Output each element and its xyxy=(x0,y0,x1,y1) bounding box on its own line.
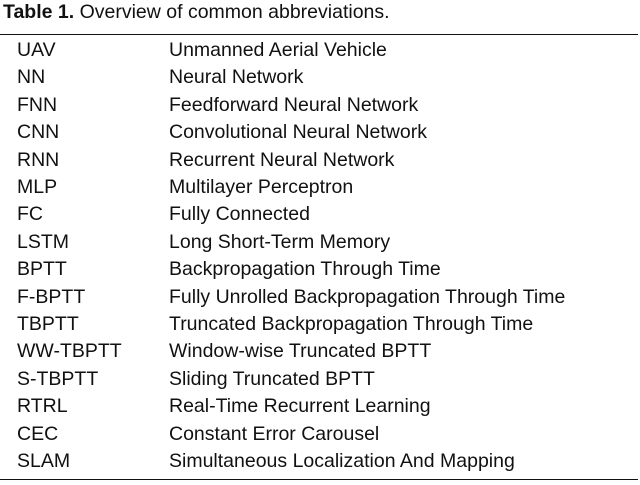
abbreviation-cell: CEC xyxy=(17,422,59,445)
table-caption-label: Table 1. xyxy=(3,1,75,23)
abbreviation-cell: TBPTT xyxy=(17,313,79,336)
full-form-cell: Window-wise Truncated BPTT xyxy=(169,340,432,363)
full-form-cell: Recurrent Neural Network xyxy=(169,148,395,171)
full-form-cell: Simultaneous Localization And Mapping xyxy=(169,450,515,473)
full-form-cell: Truncated Backpropagation Through Time xyxy=(169,313,534,336)
table-row: NN Neural Network xyxy=(0,64,565,91)
full-form-cell: Sliding Truncated BPTT xyxy=(169,367,375,390)
table-row: TBPTT Truncated Backpropagation Through T… xyxy=(0,311,565,338)
table-row: RTRL Real-Time Recurrent Learning xyxy=(0,393,565,420)
abbreviation-cell: WW-TBPTT xyxy=(17,340,122,363)
full-form-cell: Fully Unrolled Backpropagation Through T… xyxy=(169,285,566,308)
abbreviation-cell: LSTM xyxy=(17,230,70,253)
table-row: FNN Feedforward Neural Network xyxy=(0,92,565,119)
full-form-cell: Backpropagation Through Time xyxy=(169,258,441,281)
table-row: UAV Unmanned Aerial Vehicle xyxy=(0,37,565,64)
abbreviation-cell: RNN xyxy=(17,148,60,171)
abbreviation-cell: FNN xyxy=(17,93,58,116)
table-row: WW-TBPTT Window-wise Truncated BPTT xyxy=(0,338,565,365)
abbreviation-cell: UAV xyxy=(17,39,56,61)
full-form-cell: Neural Network xyxy=(169,66,304,89)
table-row: LSTM Long Short-Term Memory xyxy=(0,229,565,256)
table-row: CEC Constant Error Carousel xyxy=(0,421,565,448)
full-form-cell: Real-Time Recurrent Learning xyxy=(169,395,431,418)
table-caption-text: Overview of common abbreviations. xyxy=(79,1,390,23)
abbreviation-cell: NN xyxy=(17,66,46,89)
abbreviation-cell: RTRL xyxy=(17,395,68,418)
table-row: MLP Multilayer Perceptron xyxy=(0,174,565,201)
abbreviation-cell: CNN xyxy=(17,121,60,144)
table-row: FC Fully Connected xyxy=(0,201,565,228)
table-top-rule xyxy=(0,34,638,35)
table-row: RNN Recurrent Neural Network xyxy=(0,147,565,174)
table-row: S-TBPTT Sliding Truncated BPTT xyxy=(0,366,565,393)
table-row: SLAM Simultaneous Localization And Mappin… xyxy=(0,448,565,475)
abbreviation-cell: BPTT xyxy=(17,258,67,281)
table-bottom-rule xyxy=(0,479,638,480)
abbreviation-cell: SLAM xyxy=(17,450,71,473)
full-form-cell: Unmanned Aerial Vehicle xyxy=(169,39,387,61)
abbreviation-cell: FC xyxy=(17,203,43,226)
full-form-cell: Multilayer Perceptron xyxy=(169,176,354,199)
abbreviation-cell: MLP xyxy=(17,176,58,199)
table-caption: Table 1. Overview of common abbreviation… xyxy=(3,0,390,24)
table-row: BPTT Backpropagation Through Time xyxy=(0,256,565,283)
table-row: CNN Convolutional Neural Network xyxy=(0,119,565,146)
abbreviation-cell: F-BPTT xyxy=(17,285,86,308)
full-form-cell: Fully Connected xyxy=(169,203,310,226)
full-form-cell: Convolutional Neural Network xyxy=(169,121,427,144)
full-form-cell: Feedforward Neural Network xyxy=(169,93,419,116)
table-row: F-BPTT Fully Unrolled Backpropagation Thr… xyxy=(0,284,565,311)
full-form-cell: Constant Error Carousel xyxy=(169,422,380,445)
abbreviation-cell: S-TBPTT xyxy=(17,367,99,390)
full-form-cell: Long Short-Term Memory xyxy=(169,230,391,253)
